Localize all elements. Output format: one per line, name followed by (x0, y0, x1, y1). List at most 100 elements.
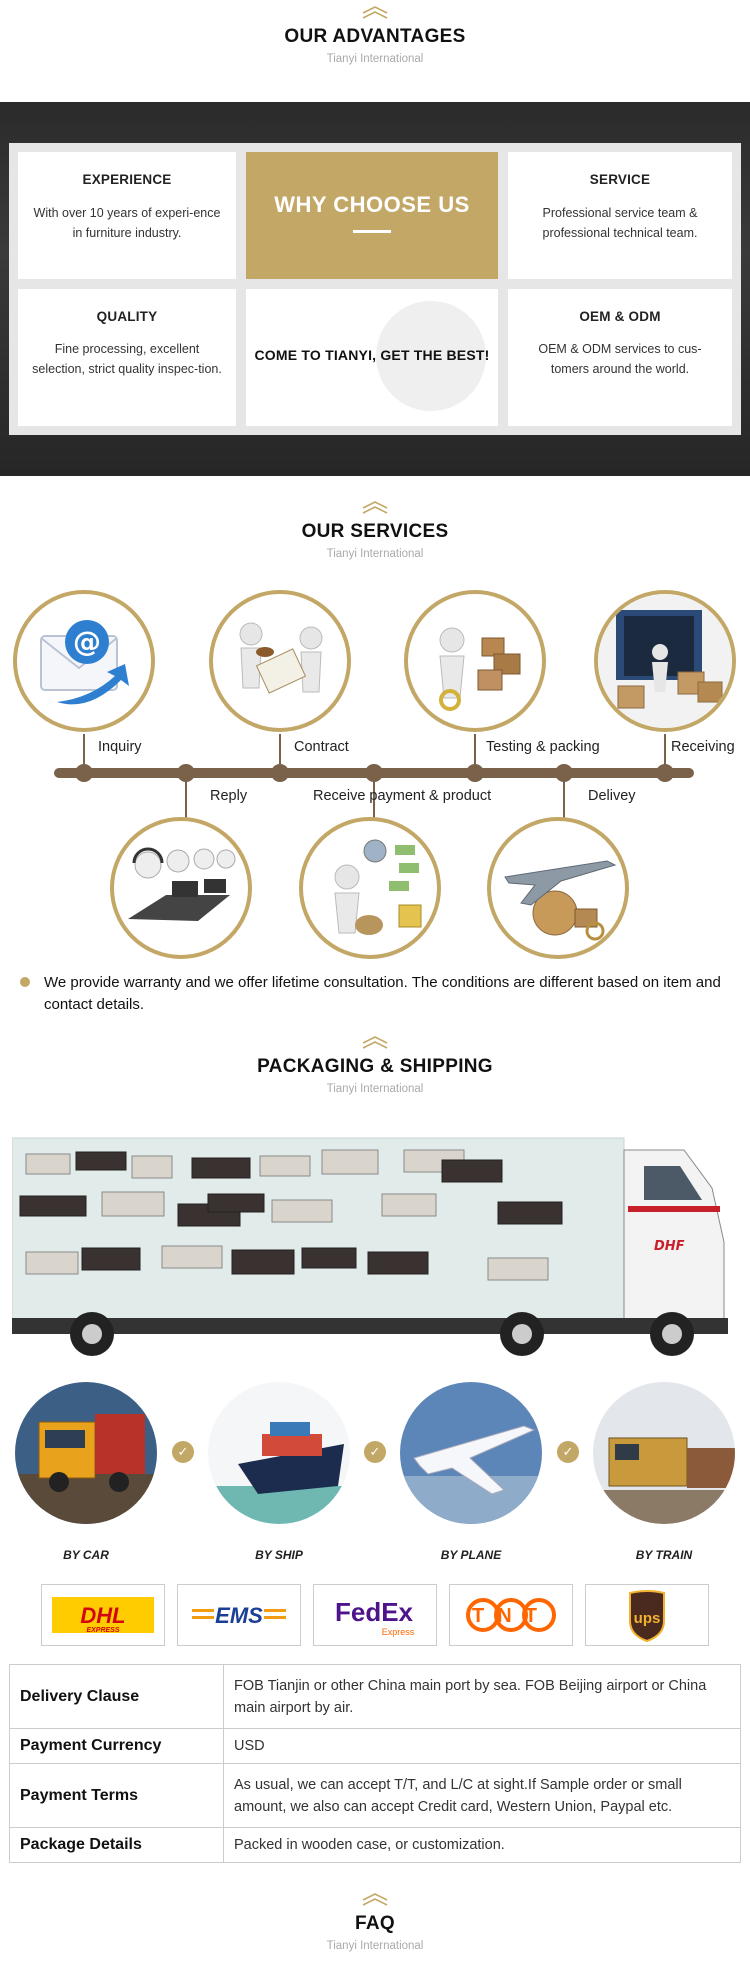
table-key: Delivery Clause (9, 1664, 224, 1729)
courier-ems: EMS (177, 1584, 301, 1646)
packaging-title: PACKAGING & SHIPPING (257, 1056, 493, 1077)
train-image (593, 1382, 735, 1524)
services-title: OUR SERVICES (301, 521, 449, 542)
mode-by-plane: BY PLANE (400, 1382, 542, 1562)
svg-text:DHL: DHL (80, 1603, 125, 1628)
mode-label: BY TRAIN (635, 1548, 693, 1562)
payment-circle (299, 817, 441, 959)
truck-logo-text: DHF (654, 1239, 685, 1254)
svg-text:EXPRESS: EXPRESS (86, 1627, 119, 1634)
timeline-dot (177, 764, 195, 782)
timeline-connector (373, 774, 375, 820)
card-title: SERVICE (589, 172, 651, 187)
receiving-circle (594, 590, 736, 732)
card-experience: EXPERIENCE With over 10 years of experi-… (18, 152, 236, 279)
card-service: SERVICE Professional service team & prof… (508, 152, 732, 279)
table-key: Payment Currency (9, 1728, 224, 1764)
advantages-subtitle: Tianyi International (326, 53, 424, 65)
inquiry-circle: @ (13, 590, 155, 732)
table-row: Package Details Packed in wooden case, o… (9, 1827, 741, 1863)
mode-by-ship: BY SHIP (208, 1382, 350, 1562)
card-title: EXPERIENCE (82, 172, 172, 187)
why-choose-us-card: WHY CHOOSE US (246, 152, 498, 279)
services-subtitle: Tianyi International (326, 548, 424, 560)
divider (353, 230, 391, 233)
table-value: USD (223, 1728, 741, 1764)
timeline-dot (555, 764, 573, 782)
furniture-truck-image: DHF (12, 1137, 728, 1356)
table-row: Payment Currency USD (9, 1728, 741, 1764)
handshake-contract-icon (239, 622, 323, 694)
mode-by-train: BY TRAIN (593, 1382, 735, 1562)
svg-text:Express: Express (382, 1627, 415, 1637)
timeline-dot (656, 764, 674, 782)
svg-text:@: @ (73, 625, 101, 658)
advantages-title: OUR ADVANTAGES (284, 26, 466, 47)
mode-label: BY CAR (63, 1548, 109, 1562)
mode-label: BY PLANE (440, 1548, 502, 1562)
svg-text:FedEx: FedEx (335, 1597, 414, 1627)
card-quality: QUALITY Fine processing, excellent selec… (18, 289, 236, 426)
check-icon: ✓ (364, 1441, 386, 1463)
car-truck-image (15, 1382, 157, 1524)
card-title: QUALITY (96, 309, 158, 324)
faq-title: FAQ (355, 1913, 395, 1934)
check-icon: ✓ (172, 1441, 194, 1463)
testing-packing-circle (404, 590, 546, 732)
plane-image (400, 1382, 542, 1524)
warranty-note: We provide warranty and we offer lifetim… (20, 972, 732, 1016)
logo-watermark-icon (376, 301, 486, 411)
table-key: Package Details (9, 1827, 224, 1863)
reply-circle (110, 817, 252, 959)
courier-tnt: TNT (449, 1584, 573, 1646)
delivery-circle (487, 817, 629, 959)
faq-heading: FAQ Tianyi International (0, 1893, 750, 1952)
mode-label: BY SHIP (255, 1548, 303, 1562)
timeline-dot (75, 764, 93, 782)
timeline-connector (279, 734, 281, 772)
packaging-subtitle: Tianyi International (326, 1083, 424, 1095)
card-text: OEM & ODM services to cus-tomers around … (538, 342, 702, 376)
warranty-note-text: We provide warranty and we offer lifetim… (44, 974, 721, 1013)
timeline-connector (563, 774, 565, 820)
ship-image (208, 1382, 350, 1524)
svg-text:ups: ups (634, 1610, 661, 1627)
table-row: Delivery Clause FOB Tianjin or other Chi… (9, 1664, 741, 1729)
timeline-connector (185, 774, 187, 820)
ems-logo-icon: EMS (192, 1603, 286, 1628)
email-at-icon: @ (40, 620, 129, 705)
step-label-delivery: Delivey (588, 788, 636, 804)
packing-boxes-icon (439, 627, 521, 711)
mode-by-car: BY CAR (15, 1382, 157, 1562)
table-value: As usual, we can accept T/T, and L/C at … (223, 1763, 741, 1828)
ups-shield-icon: ups (629, 1590, 665, 1643)
timeline-dot (271, 764, 289, 782)
step-label-reply: Reply (210, 788, 248, 804)
table-value: FOB Tianjin or other China main port by … (223, 1664, 741, 1729)
slogan-card: COME TO TIANYI, GET THE BEST! (246, 289, 498, 426)
dhl-logo-icon: DHL EXPRESS (52, 1597, 154, 1634)
courier-ups: ups (585, 1584, 709, 1646)
money-icon (334, 839, 422, 935)
timeline-connector (474, 734, 476, 772)
airplane-globe-icon (504, 860, 617, 941)
step-label-payment: Receive payment & product (313, 788, 492, 804)
why-choose-us-title: WHY CHOOSE US (274, 192, 470, 217)
card-title: OEM & ODM (579, 309, 661, 324)
step-label-contract: Contract (294, 739, 349, 755)
table-value: Packed in wooden case, or customization. (223, 1827, 741, 1863)
timeline-dot (466, 764, 484, 782)
shipping-terms-table: Delivery Clause FOB Tianjin or other Chi… (9, 1664, 741, 1863)
step-label-inquiry: Inquiry (98, 739, 142, 755)
courier-fedex: FedEx Express (313, 1584, 437, 1646)
chevron-ornament-icon (362, 1893, 388, 1906)
contract-circle (209, 590, 351, 732)
advantages-heading: OUR ADVANTAGES Tianyi International (0, 6, 750, 65)
check-icon: ✓ (557, 1441, 579, 1463)
bullet-icon (20, 977, 30, 987)
faq-subtitle: Tianyi International (326, 1940, 424, 1952)
slogan-text: COME TO TIANYI, GET THE BEST! (254, 347, 490, 363)
step-label-testing-packing: Testing & packing (486, 739, 600, 755)
timeline-dot (365, 764, 383, 782)
